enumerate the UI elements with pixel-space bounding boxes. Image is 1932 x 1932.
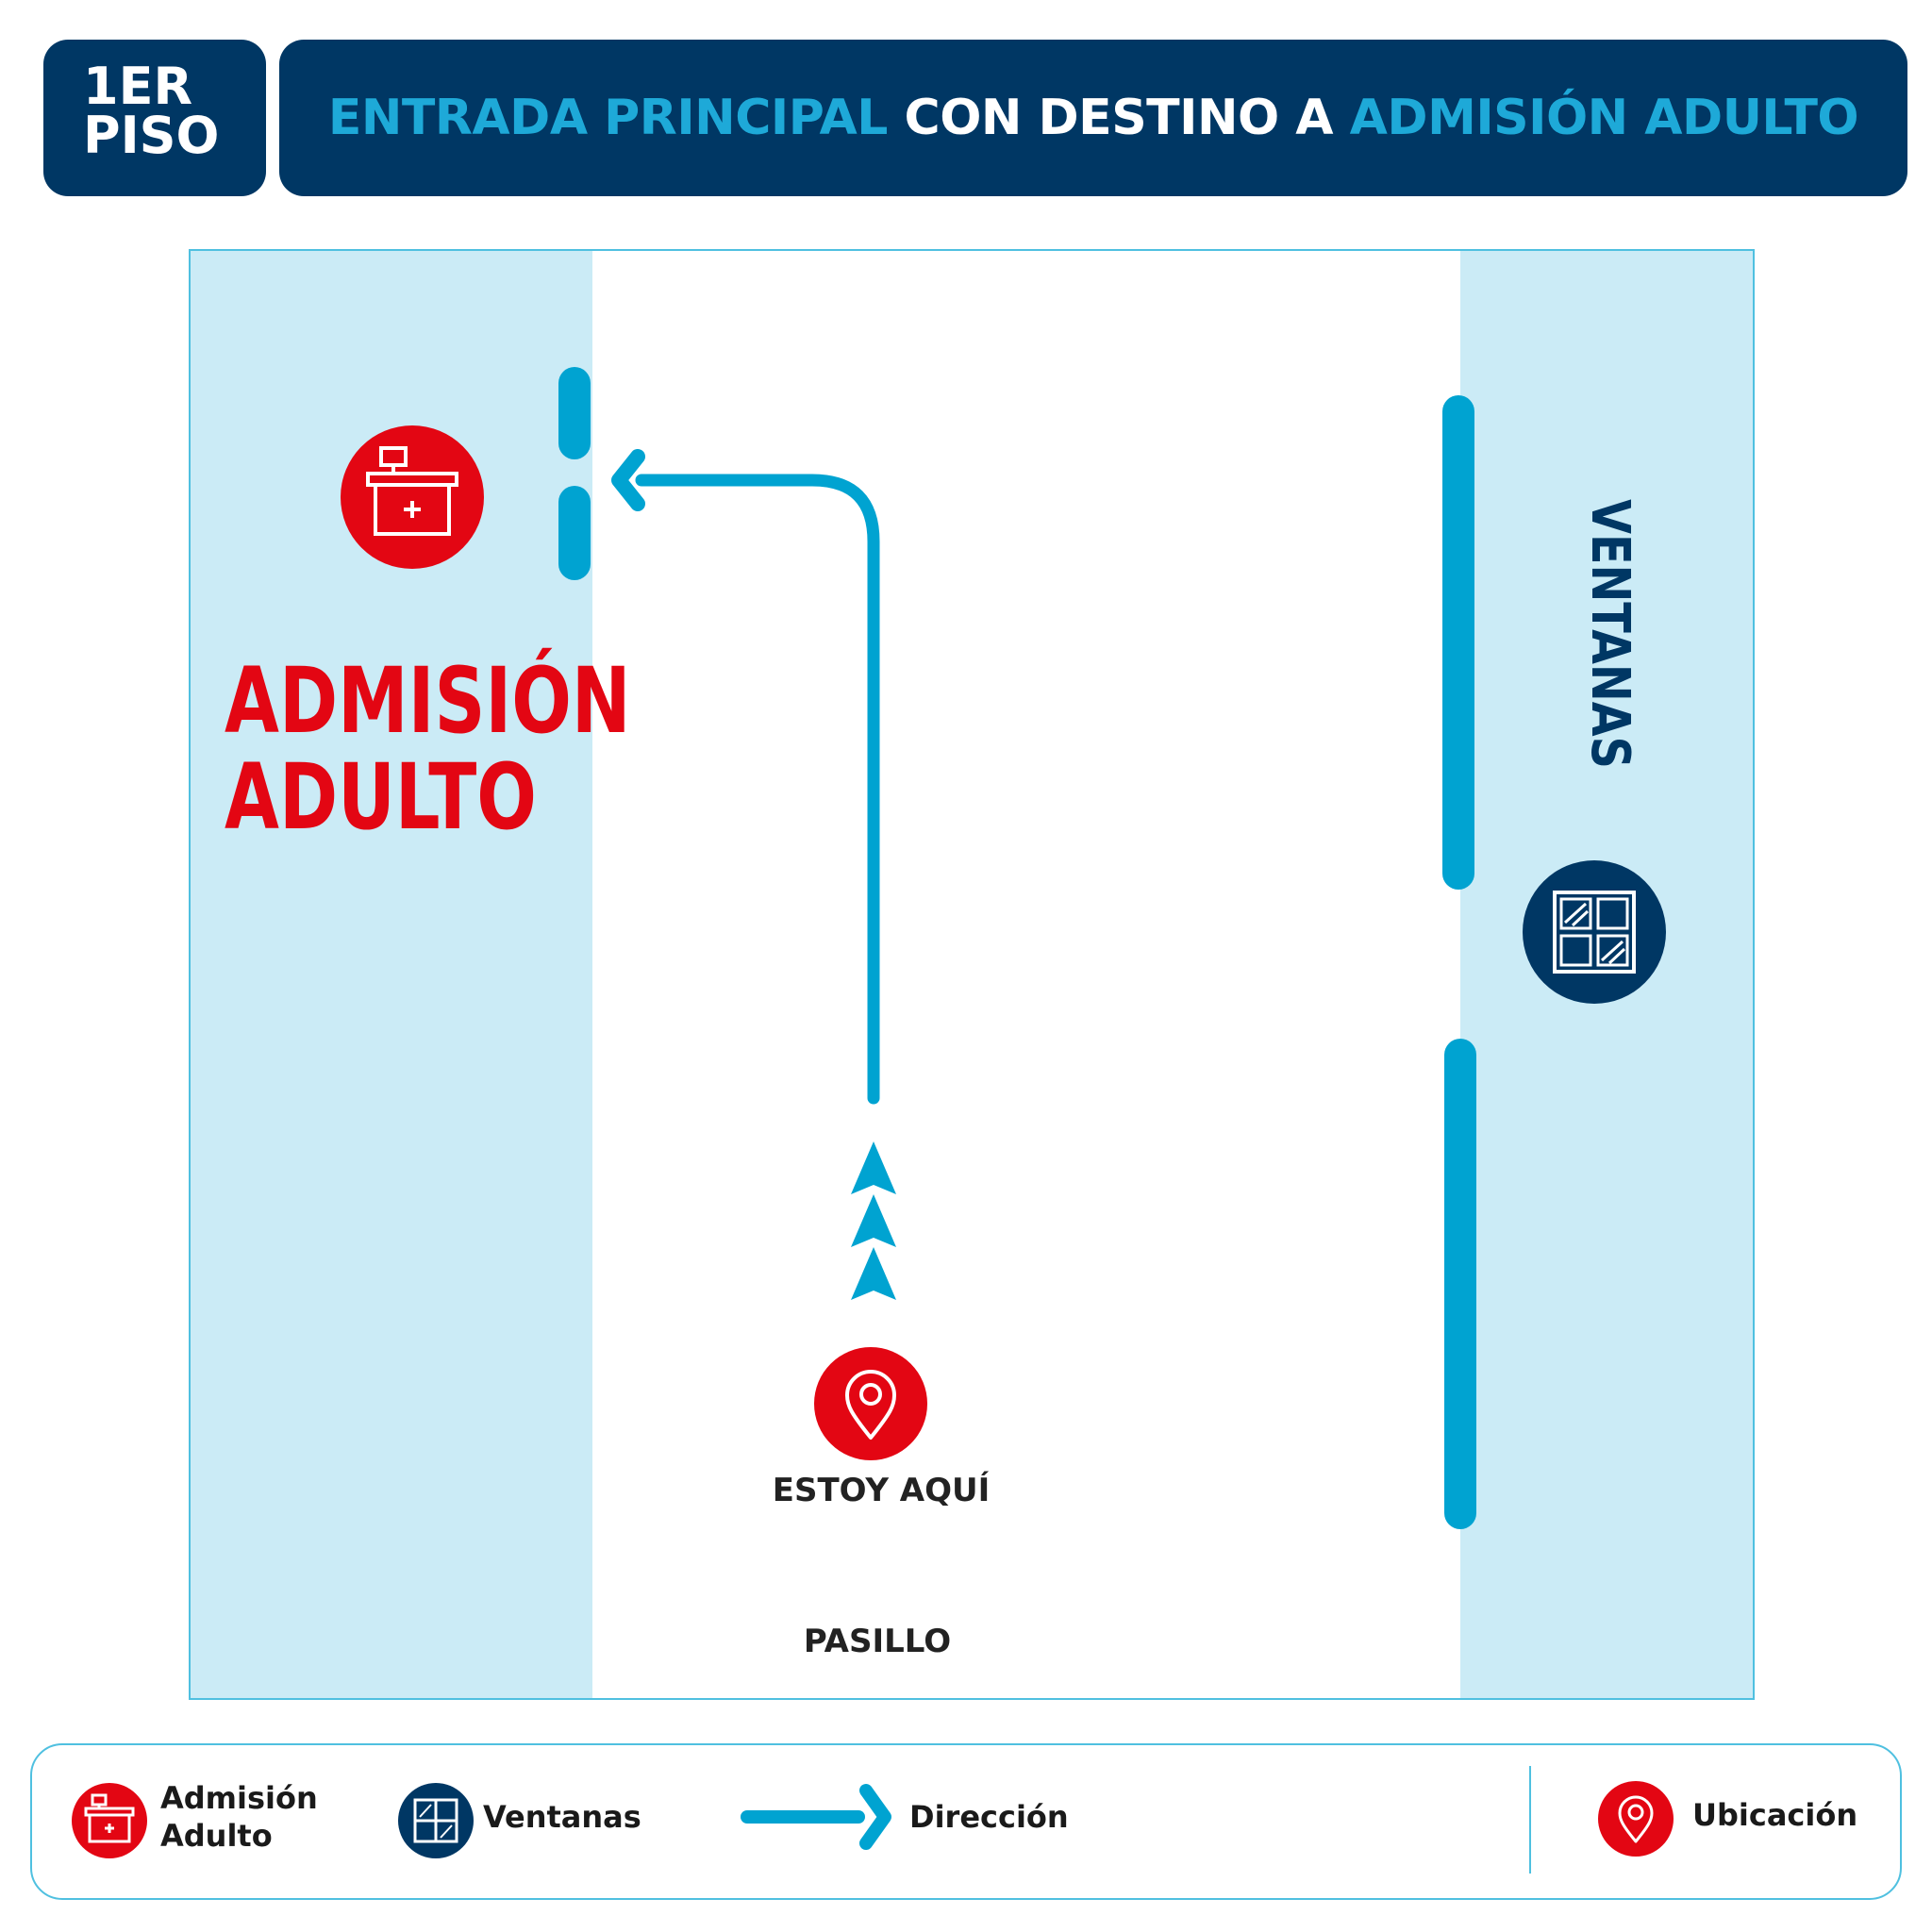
legend-arrow-right-icon — [741, 1784, 891, 1850]
title-destination: ADMISIÓN ADULTO — [1349, 90, 1859, 146]
route-arrowhead — [611, 449, 645, 511]
floor-word: PISO — [83, 106, 220, 165]
chevron-up-icon — [851, 1194, 896, 1247]
page-title: ENTRADA PRINCIPAL CON DESTINO A ADMISIÓN… — [279, 40, 1907, 196]
destination-label-line1: ADMISIÓN — [225, 648, 631, 754]
title-origin: ENTRADA PRINCIPAL — [327, 90, 889, 146]
legend-admision-line1: Admisión — [160, 1780, 318, 1816]
legend-window-icon — [398, 1783, 474, 1858]
reception-desk-medical-icon — [341, 425, 484, 569]
legend-admision-icon — [72, 1783, 147, 1858]
legend-ventanas-label: Ventanas — [483, 1799, 641, 1835]
floor-number: 1ER — [83, 57, 193, 116]
direction-chevrons — [851, 1141, 896, 1300]
legend-admision-label: Admisión Adulto — [160, 1779, 318, 1855]
legend-ubicacion-label: Ubicación — [1692, 1797, 1858, 1833]
chevron-up-icon — [851, 1141, 896, 1194]
destination-label-line2: ADULTO — [225, 744, 537, 850]
window-icon — [1523, 860, 1666, 1004]
you-are-here-label: ESTOY AQUÍ — [772, 1472, 991, 1509]
route-path — [635, 474, 880, 1105]
legend-admision-line2: Adulto — [160, 1818, 273, 1854]
window-wall-segments — [1442, 395, 1476, 1529]
legend-direccion-label: Dirección — [909, 1799, 1069, 1835]
destination-label: ADMISIÓN ADULTO — [225, 653, 631, 845]
location-pin-icon — [814, 1347, 927, 1460]
legend — [30, 1743, 1902, 1900]
floor-badge: 1ER PISO — [43, 40, 266, 196]
legend-location-pin-icon — [1598, 1781, 1674, 1857]
chevron-up-icon — [851, 1247, 896, 1300]
title-connector: CON DESTINO A — [904, 90, 1334, 146]
corridor-label: PASILLO — [803, 1623, 952, 1660]
